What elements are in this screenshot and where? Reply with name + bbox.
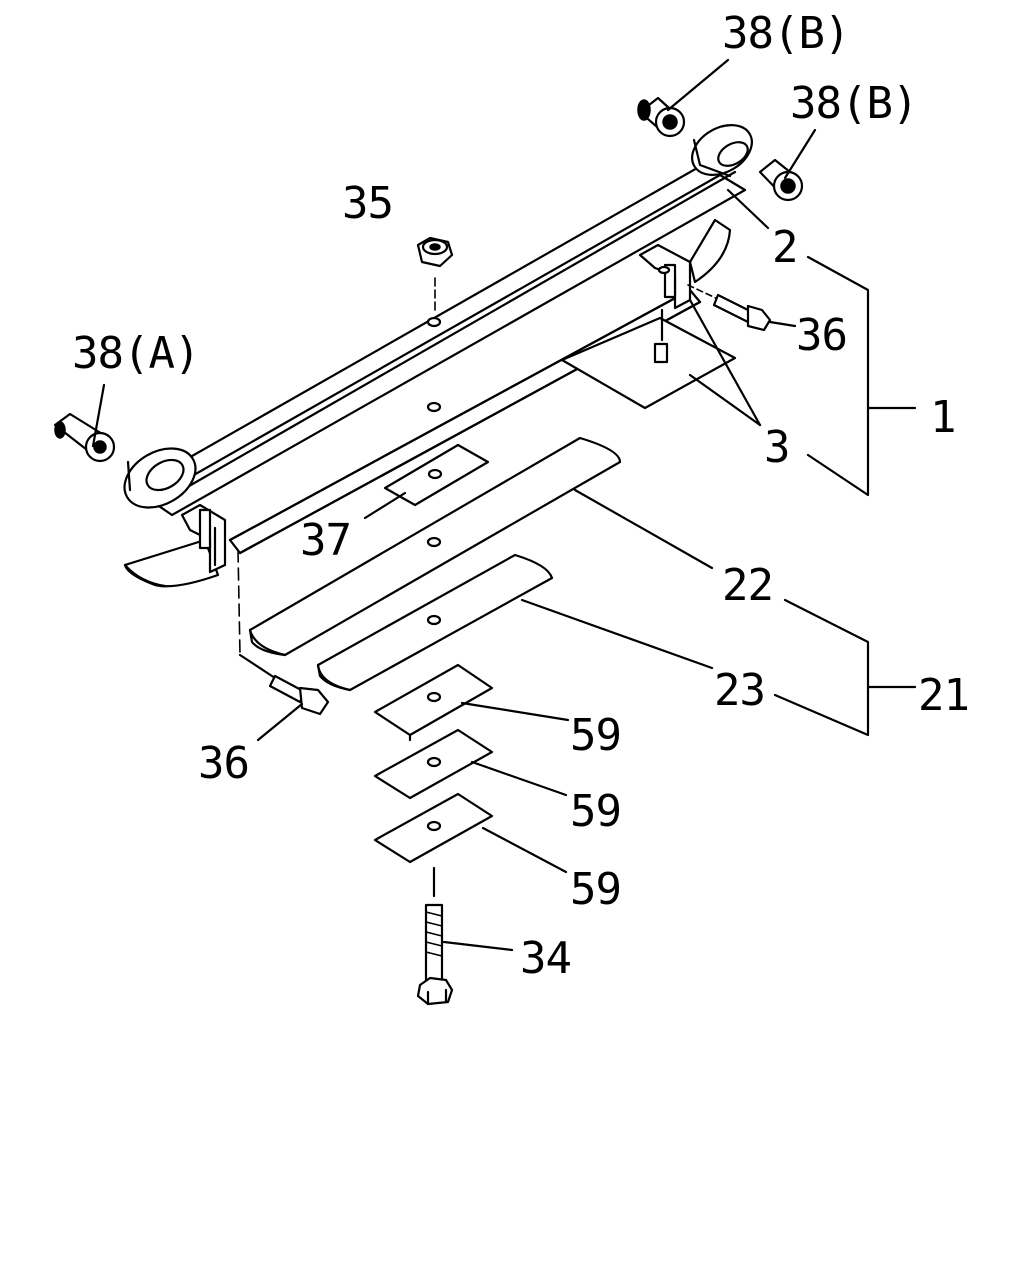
callout-34: 34 (520, 933, 571, 984)
bolt-36-left (237, 549, 330, 716)
callout-36-left: 36 (198, 738, 249, 789)
bushing-38b-right (758, 158, 804, 202)
leader-lines (91, 58, 917, 952)
bushing-38a (53, 412, 116, 463)
shim-59-c (373, 792, 494, 864)
callout-35: 35 (342, 178, 393, 229)
callout-1: 1 (930, 392, 956, 443)
pad-part-3 (560, 308, 737, 410)
bushing-38b-top (637, 96, 686, 138)
callout-38b-right: 38(B) (790, 78, 917, 129)
callout-2: 2 (772, 222, 798, 273)
bolt-36-right (687, 284, 772, 332)
callout-37: 37 (300, 515, 351, 566)
callout-59-b: 59 (570, 786, 621, 837)
callout-labels: 38(B) 38(B) 35 2 38(A) 36 1 3 37 22 21 2… (72, 8, 970, 984)
callout-38a: 38(A) (72, 328, 199, 379)
callout-23: 23 (714, 665, 765, 716)
leaf-part-22 (248, 436, 622, 657)
shim-59-a (373, 663, 494, 742)
callout-22: 22 (722, 560, 773, 611)
callout-38b-top: 38(B) (722, 8, 849, 59)
center-bolt-34 (416, 866, 454, 1006)
callout-59-c: 59 (570, 864, 621, 915)
callout-36-right: 36 (796, 310, 847, 361)
shim-59-b (373, 728, 494, 800)
leaf-part-23 (316, 553, 554, 692)
callout-3: 3 (764, 422, 790, 473)
nut-part-35 (416, 236, 454, 311)
callout-59-a: 59 (570, 710, 621, 761)
callout-21: 21 (918, 670, 969, 721)
plate-part-37 (383, 443, 490, 507)
main-leaf-part-2 (123, 124, 753, 517)
